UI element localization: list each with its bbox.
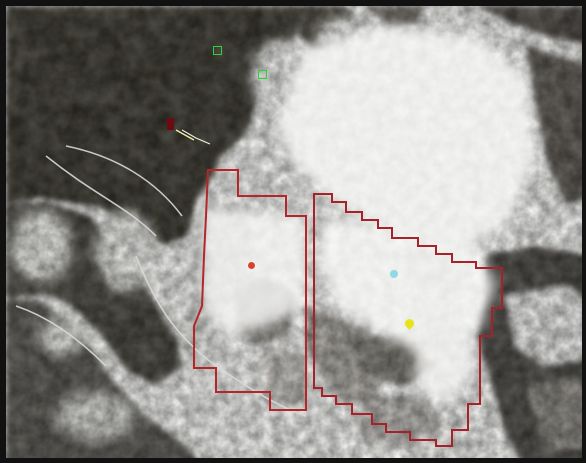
satellite-imagery — [6, 6, 582, 458]
red-pushpin-icon[interactable] — [248, 262, 255, 269]
dark-red-square-marker-icon[interactable] — [167, 118, 174, 130]
property-boundary-west — [193, 169, 307, 411]
path-segment — [175, 129, 195, 141]
green-square-marker-icon[interactable] — [213, 46, 222, 55]
roads — [15, 145, 307, 417]
property-boundary-east — [313, 193, 503, 447]
cyan-circle-marker-icon[interactable] — [390, 270, 398, 278]
tracks — [181, 129, 211, 145]
green-square-marker-icon[interactable] — [258, 70, 267, 79]
